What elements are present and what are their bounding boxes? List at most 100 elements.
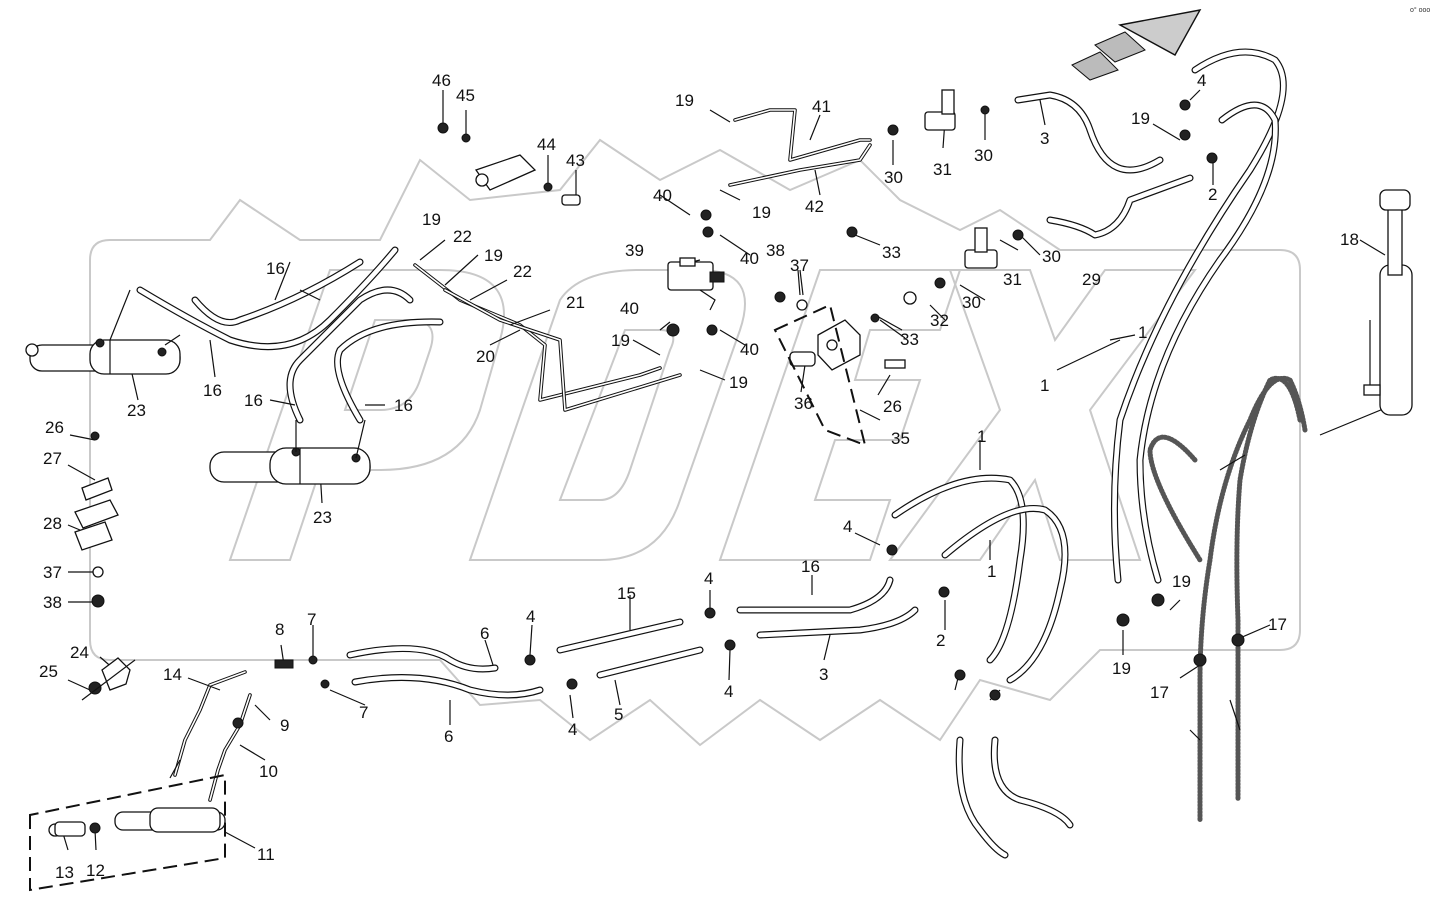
callout-8: 8 — [275, 620, 284, 639]
callout-13: 13 — [55, 863, 74, 882]
callout-1b: 1 — [1040, 376, 1049, 395]
callout-37b: 37 — [43, 563, 62, 582]
cylinder-11 — [29, 773, 226, 892]
callout-15: 15 — [617, 584, 636, 603]
callout-4b: 4 — [843, 517, 852, 536]
callout-33b: 33 — [900, 330, 919, 349]
callout-17a: 17 — [1268, 615, 1287, 634]
callout-23b: 23 — [313, 508, 332, 527]
callout-3b: 3 — [819, 665, 828, 684]
callout-17b: 17 — [1150, 683, 1169, 702]
callout-46: 46 — [432, 71, 451, 90]
cylinder-23-center — [209, 419, 371, 485]
callout-35: 35 — [891, 429, 910, 448]
callout-4e: 4 — [724, 682, 733, 701]
callout-26a: 26 — [883, 397, 902, 416]
callout-38b: 38 — [43, 593, 62, 612]
cylinder-23-left — [25, 289, 181, 375]
callout-19b: 19 — [675, 91, 694, 110]
tee-fittings-31 — [924, 89, 998, 269]
rigid-pipes — [173, 108, 872, 802]
cylinder-18 — [1363, 189, 1413, 416]
callout-19g: 19 — [729, 373, 748, 392]
leader-lines — [61, 89, 1406, 851]
callout-33a: 33 — [882, 243, 901, 262]
callout-44: 44 — [537, 135, 556, 154]
callout-16c: 16 — [244, 391, 263, 410]
callout-40b: 40 — [740, 249, 759, 268]
callout-16a: 16 — [266, 259, 285, 278]
callout-37a: 37 — [790, 256, 809, 275]
callout-labels: 46 45 44 43 41 42 31 31 30 30 30 30 3 3 … — [39, 71, 1359, 882]
callout-4f: 4 — [568, 720, 577, 739]
callout-16d: 16 — [394, 396, 413, 415]
callout-19h: 19 — [1172, 572, 1191, 591]
callout-3a: 3 — [1040, 129, 1049, 148]
callout-36: 36 — [794, 394, 813, 413]
callout-7b: 7 — [359, 703, 368, 722]
callout-40c: 40 — [620, 299, 639, 318]
callout-28: 28 — [43, 514, 62, 533]
alternate-hoses — [955, 376, 1308, 859]
watermark — [89, 138, 1301, 747]
callout-41: 41 — [812, 97, 831, 116]
callout-19c: 19 — [752, 203, 771, 222]
corner-text: o° ooo — [1410, 6, 1430, 14]
callout-23a: 23 — [127, 401, 146, 420]
callout-12: 12 — [86, 861, 105, 880]
callout-30d: 30 — [962, 293, 981, 312]
callout-14: 14 — [163, 665, 182, 684]
callout-19i: 19 — [1112, 659, 1131, 678]
callout-30c: 30 — [1042, 247, 1061, 266]
valve-block-35 — [773, 303, 906, 447]
callout-10: 10 — [259, 762, 278, 781]
hoses — [136, 48, 1287, 699]
callout-22a: 22 — [453, 227, 472, 246]
direction-arrow-icon — [1071, 9, 1202, 81]
callout-42: 42 — [805, 197, 824, 216]
callout-19a: 19 — [1131, 109, 1150, 128]
callout-2a: 2 — [1208, 185, 1217, 204]
clamp-27-28 — [74, 431, 119, 608]
callout-16b: 16 — [203, 381, 222, 400]
callout-6a: 6 — [480, 624, 489, 643]
callout-30b: 30 — [974, 146, 993, 165]
callout-30a: 30 — [884, 168, 903, 187]
callout-43: 43 — [566, 151, 585, 170]
callout-25: 25 — [39, 662, 58, 681]
callout-11: 11 — [257, 845, 275, 864]
callout-21: 21 — [566, 293, 585, 312]
callout-45: 45 — [456, 86, 475, 105]
callout-19e: 19 — [484, 246, 503, 265]
callout-38a: 38 — [766, 241, 785, 260]
valve-44 — [437, 122, 581, 206]
callout-32: 32 — [930, 311, 949, 330]
callout-7a: 7 — [307, 610, 316, 629]
callout-19d: 19 — [422, 210, 441, 229]
callout-5: 5 — [614, 705, 623, 724]
callout-9: 9 — [280, 716, 289, 735]
callout-29: 29 — [1082, 270, 1101, 289]
callout-6b: 6 — [444, 727, 453, 746]
fittings — [232, 99, 1245, 729]
callout-4d: 4 — [526, 607, 535, 626]
callout-27: 27 — [43, 449, 62, 468]
callout-4c: 4 — [704, 569, 713, 588]
callout-24: 24 — [70, 643, 89, 662]
callout-1c: 1 — [977, 427, 986, 446]
valve-39 — [667, 257, 725, 311]
callout-39: 39 — [625, 241, 644, 260]
callout-40d: 40 — [740, 340, 759, 359]
callout-40a: 40 — [653, 186, 672, 205]
hub-24-25 — [81, 657, 136, 701]
callout-20: 20 — [476, 347, 495, 366]
callout-4a: 4 — [1197, 71, 1206, 90]
callout-31a: 31 — [933, 160, 952, 179]
callout-18: 18 — [1340, 230, 1359, 249]
callout-26b: 26 — [45, 418, 64, 437]
callout-1d: 1 — [987, 562, 996, 581]
callout-2b: 2 — [936, 631, 945, 650]
callout-22b: 22 — [513, 262, 532, 281]
callout-16e: 16 — [801, 557, 820, 576]
